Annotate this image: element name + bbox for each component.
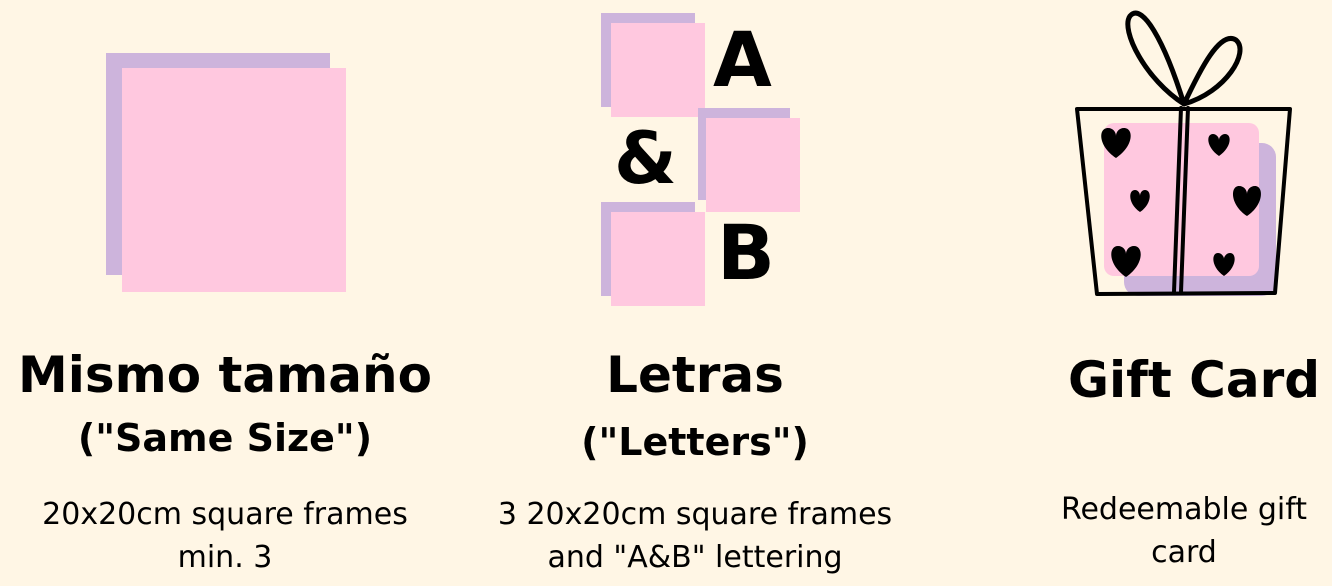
description-line: Redeemable gift — [1060, 492, 1308, 527]
option-description: Redeemable gift card — [1036, 488, 1332, 574]
letter-a: A — [713, 15, 772, 104]
description-line: card — [1151, 535, 1217, 570]
gift-box-icon — [1075, 10, 1292, 296]
letters-frames-icon: A & B — [470, 0, 920, 310]
option-title: Mismo tamaño — [18, 346, 432, 404]
letter-b: B — [717, 208, 775, 297]
option-title: Letras — [606, 346, 784, 404]
option-subtitle: ("Same Size") — [77, 416, 373, 460]
option-description: 20x20cm square frames min. 3 — [0, 493, 450, 579]
description-line: min. 3 — [177, 540, 273, 575]
option-card-gift-card[interactable]: Gift Card Redeemable gift card — [1036, 0, 1332, 586]
description-line: 20x20cm square frames — [42, 497, 408, 532]
option-card-same-size[interactable]: Mismo tamaño ("Same Size") 20x20cm squar… — [0, 0, 450, 586]
square-frame-icon — [0, 0, 450, 300]
description-line: 3 20x20cm square frames — [497, 497, 893, 532]
letter-ampersand: & — [614, 116, 677, 200]
description-line: and "A&B" lettering — [547, 540, 843, 575]
option-title: Gift Card — [1067, 351, 1321, 409]
option-description: 3 20x20cm square frames and "A&B" letter… — [470, 493, 920, 579]
option-card-letters[interactable]: A & B Letras ("Letters") 3 20x20cm squar… — [470, 0, 920, 586]
option-subtitle: ("Letters") — [581, 420, 809, 464]
